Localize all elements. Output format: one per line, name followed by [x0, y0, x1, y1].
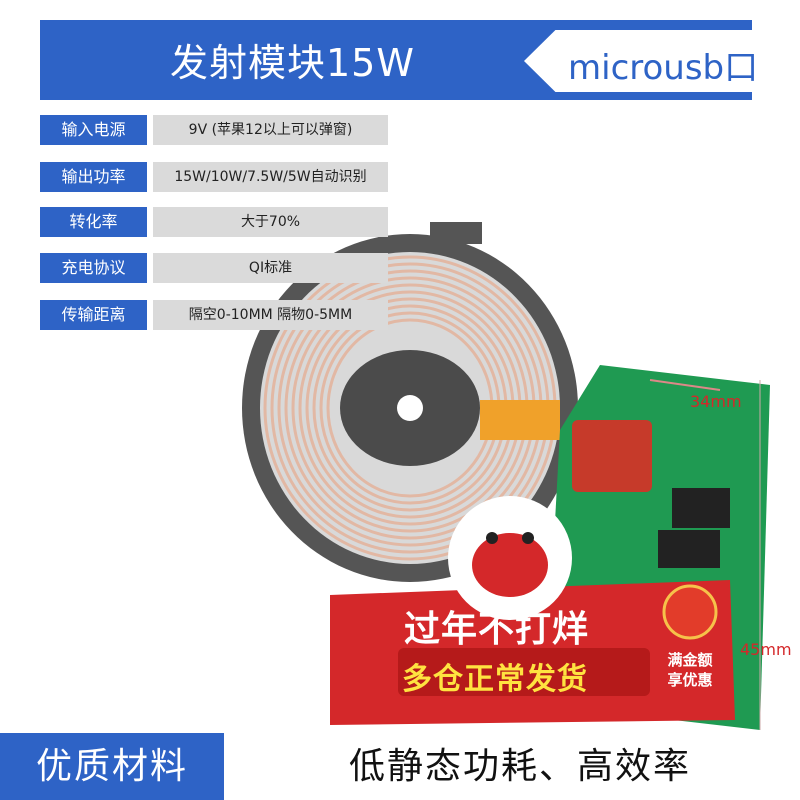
width-dimension: 34mm [690, 392, 742, 411]
promo-subtitle: 多仓正常发货 [402, 662, 588, 697]
spec-value: 9V (苹果12以上可以弹窗) [153, 115, 388, 145]
page-title: 发射模块15W [170, 41, 415, 85]
promo-title: 过年不打烊 [404, 609, 590, 650]
header-banner: 发射模块15W microusb口 [40, 20, 786, 100]
spec-value: 15W/10W/7.5W/5W自动识别 [153, 162, 388, 192]
discount-badge-line2: 享优惠 [667, 671, 713, 689]
spec-label: 充电协议 [40, 253, 147, 283]
discount-badge[interactable]: 满金额 享优惠 [658, 650, 722, 690]
spec-label: 转化率 [40, 207, 147, 237]
spec-label: 输入电源 [40, 115, 147, 145]
spec-value: 隔空0-10MM 隔物0-5MM [153, 300, 388, 330]
footer-feature-text: 低静态功耗、高效率 [348, 746, 691, 787]
spec-label: 传输距离 [40, 300, 147, 330]
spec-value: QI标准 [153, 253, 388, 283]
discount-badge-line1: 满金额 [667, 651, 713, 669]
spec-value: 大于70% [153, 207, 388, 237]
footer-quality-label: 优质材料 [0, 733, 224, 800]
interface-tag-label: microusb口 [568, 48, 759, 88]
interface-tag: microusb口 [524, 30, 786, 92]
spec-label: 输出功率 [40, 162, 147, 192]
height-dimension: 45mm [740, 640, 792, 659]
